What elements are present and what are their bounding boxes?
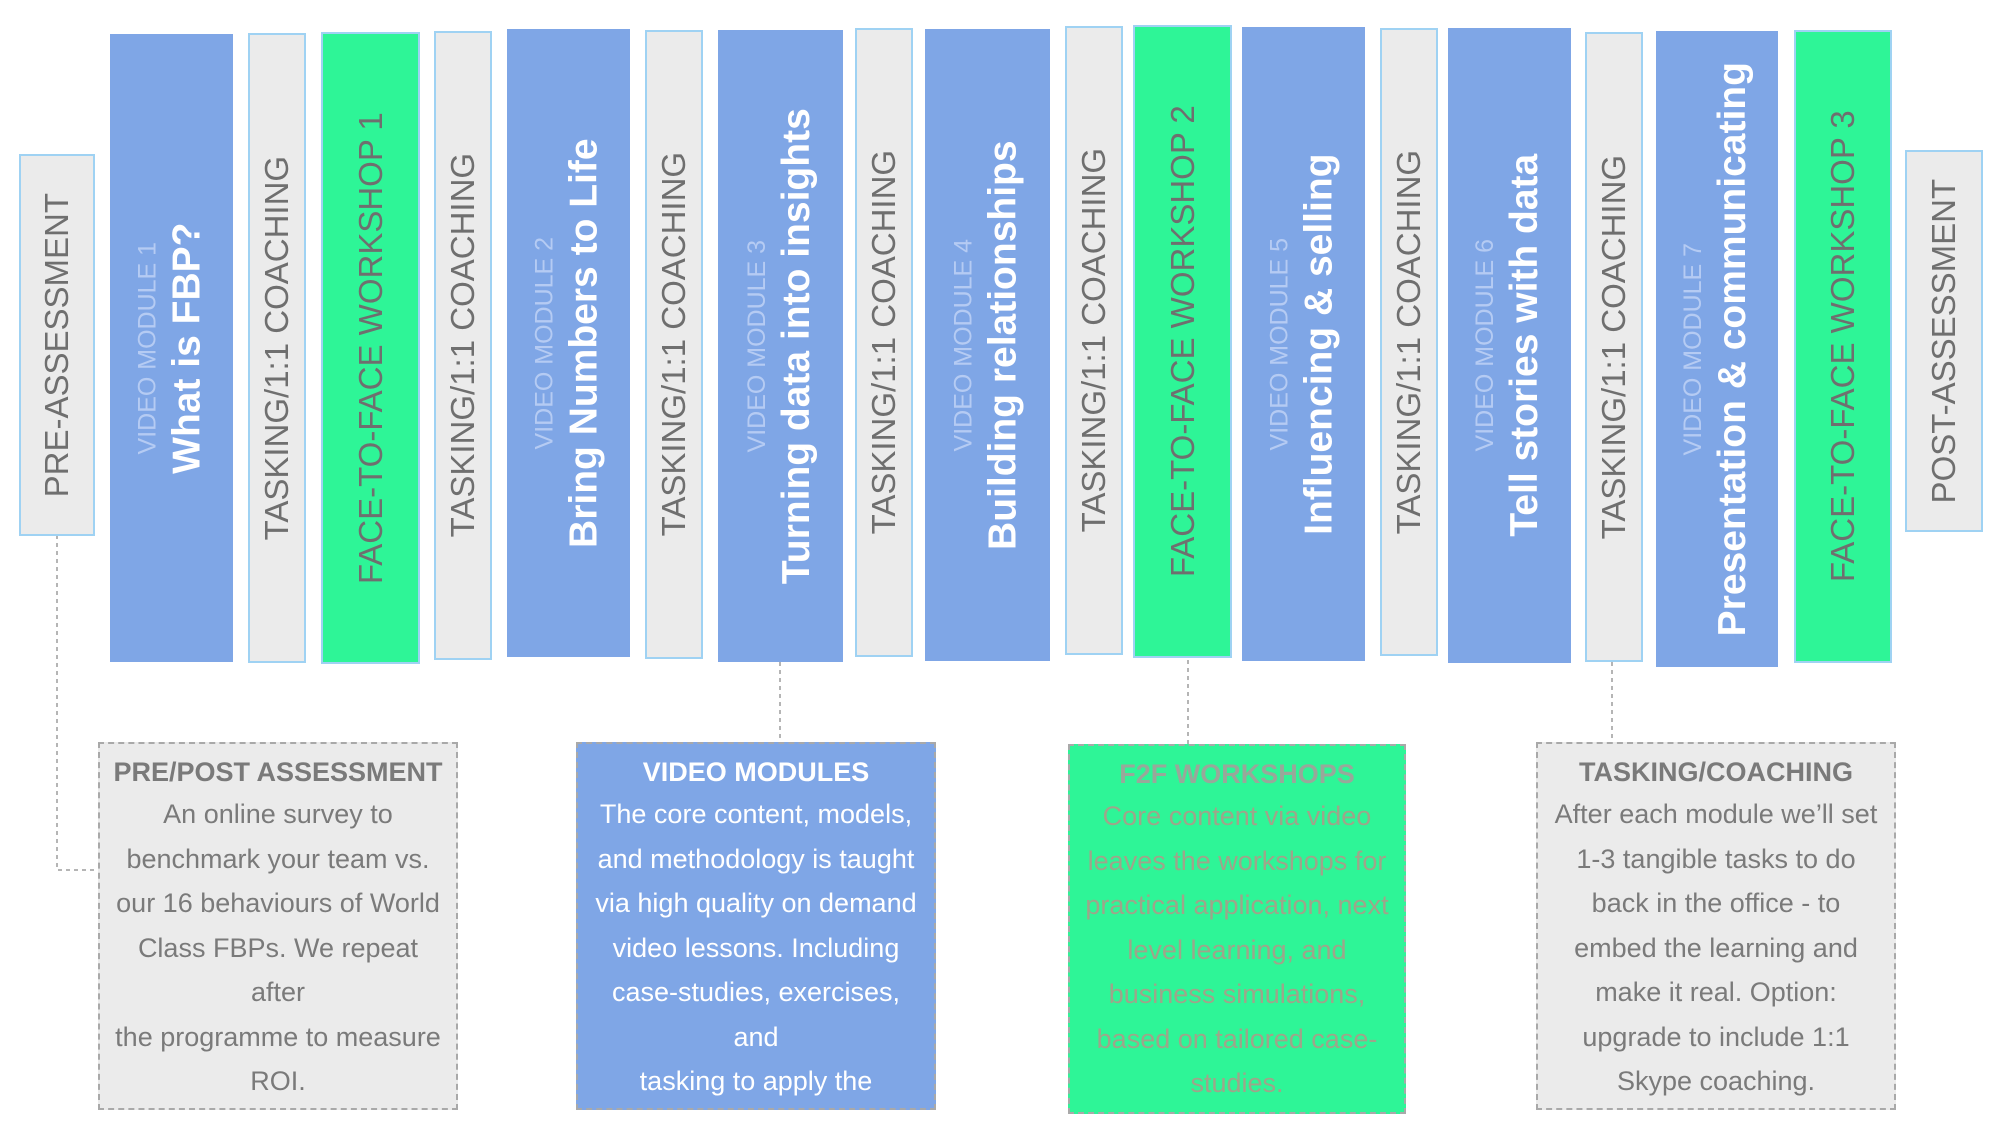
info-box-heading: VIDEO MODULES (586, 752, 926, 792)
module-title: Building relationships (982, 140, 1025, 550)
column-label: TASKING/1:1 COACHING (866, 150, 902, 534)
module-title: What is FBP? (166, 222, 209, 473)
info-box-line: Core content via video (1078, 794, 1396, 839)
info-box-line: embed the learning and (1546, 926, 1886, 971)
module-number: VIDEO MODULE 2 (531, 237, 559, 450)
info-box-video-modules: VIDEO MODULES The core content, models, … (576, 742, 936, 1110)
column-label: POST-ASSESSMENT (1926, 179, 1962, 504)
column-pre-assessment: PRE-ASSESSMENT (19, 154, 95, 536)
column-label: TASKING/1:1 COACHING (1076, 148, 1112, 532)
info-box-heading: F2F WORKSHOPS (1078, 754, 1396, 794)
module-title: Presentation & communicating (1711, 62, 1754, 636)
column-label: FACE-TO-FACE WORKSHOP 3 (1825, 111, 1861, 583)
column-tasking-coaching: TASKING/1:1 COACHING (248, 33, 306, 663)
module-title: Turning data into insights (775, 108, 818, 584)
module-title: Bring Numbers to Life (563, 138, 606, 548)
module-number: VIDEO MODULE 6 (1472, 239, 1500, 452)
info-box-line: Skype coaching. (1546, 1059, 1886, 1104)
column-face-to-face-workshop-3: FACE-TO-FACE WORKSHOP 3 (1794, 30, 1892, 663)
column-label: FACE-TO-FACE WORKSHOP 2 (1164, 106, 1200, 578)
column-label: FACE-TO-FACE WORKSHOP 1 (352, 112, 388, 584)
column-label: TASKING/1:1 COACHING (1391, 150, 1427, 534)
info-box-line: ROI. (108, 1059, 448, 1104)
column-tasking-coaching: TASKING/1:1 COACHING (1380, 28, 1438, 656)
column-label: PRE-ASSESSMENT (39, 193, 75, 497)
column-tasking-coaching: TASKING/1:1 COACHING (645, 30, 703, 659)
module-number: VIDEO MODULE 1 (134, 242, 162, 455)
info-box-line: An online survey to (108, 792, 448, 837)
info-box-line: leaves the workshops for (1078, 839, 1396, 884)
info-box-line: After each module we’ll set (1546, 792, 1886, 837)
info-box-tasking-coaching: TASKING/COACHING After each module we’ll… (1536, 742, 1896, 1110)
info-box-f2f-workshops: F2F WORKSHOPS Core content via video lea… (1068, 744, 1406, 1114)
info-box-line: case-studies, exercises, and (586, 970, 926, 1059)
column-label: TASKING/1:1 COACHING (259, 156, 295, 540)
column-tasking-coaching: TASKING/1:1 COACHING (1585, 32, 1643, 662)
column-label: TASKING/1:1 COACHING (445, 153, 481, 537)
module-number: VIDEO MODULE 4 (950, 239, 978, 452)
column-label: TASKING/1:1 COACHING (1596, 155, 1632, 539)
info-box-line: business simulations, (1078, 972, 1396, 1017)
column-tasking-coaching: TASKING/1:1 COACHING (855, 28, 913, 657)
info-box-line: upgrade to include 1:1 (1546, 1015, 1886, 1060)
module-number: VIDEO MODULE 5 (1266, 238, 1294, 451)
column-face-to-face-workshop-1: FACE-TO-FACE WORKSHOP 1 (321, 32, 420, 664)
info-box-line: level learning, and (1078, 928, 1396, 973)
info-box-line: via high quality on demand (586, 881, 926, 926)
column-tasking-coaching: TASKING/1:1 COACHING (434, 31, 492, 660)
info-box-line: and methodology is taught (586, 837, 926, 882)
column-label: TASKING/1:1 COACHING (656, 152, 692, 536)
info-box-line: The core content, models, (586, 792, 926, 837)
info-box-line: practical application, next (1078, 883, 1396, 928)
connector-pre-assessment (57, 535, 98, 870)
info-box-heading: TASKING/COACHING (1546, 752, 1886, 792)
info-box-heading: PRE/POST ASSESSMENT (108, 752, 448, 792)
module-title: Tell stories with data (1504, 154, 1547, 537)
info-box-line: benchmark your team vs. (108, 837, 448, 882)
module-title: Influencing & selling (1298, 153, 1341, 534)
info-box-line: make it real. Option: (1546, 970, 1886, 1015)
info-box-line: based on tailored case- (1078, 1017, 1396, 1062)
module-number: VIDEO MODULE 3 (743, 240, 771, 453)
info-box-pre-post-assessment: PRE/POST ASSESSMENT An online survey to … (98, 742, 458, 1110)
info-box-line: back in the office - to (1546, 881, 1886, 926)
column-face-to-face-workshop-2: FACE-TO-FACE WORKSHOP 2 (1133, 25, 1232, 658)
column-tasking-coaching: TASKING/1:1 COACHING (1065, 26, 1123, 655)
info-box-line: tasking to apply the (586, 1059, 926, 1104)
info-box-line: learning. (586, 1104, 926, 1148)
info-box-line: our 16 behaviours of World (108, 881, 448, 926)
info-box-line: the programme to measure (108, 1015, 448, 1060)
info-box-line: studies. (1078, 1061, 1396, 1106)
info-box-line: Class FBPs. We repeat after (108, 926, 448, 1015)
info-box-line: 1-3 tangible tasks to do (1546, 837, 1886, 882)
module-number: VIDEO MODULE 7 (1680, 243, 1708, 456)
info-box-line: video lessons. Including (586, 926, 926, 971)
column-post-assessment: POST-ASSESSMENT (1905, 150, 1983, 532)
